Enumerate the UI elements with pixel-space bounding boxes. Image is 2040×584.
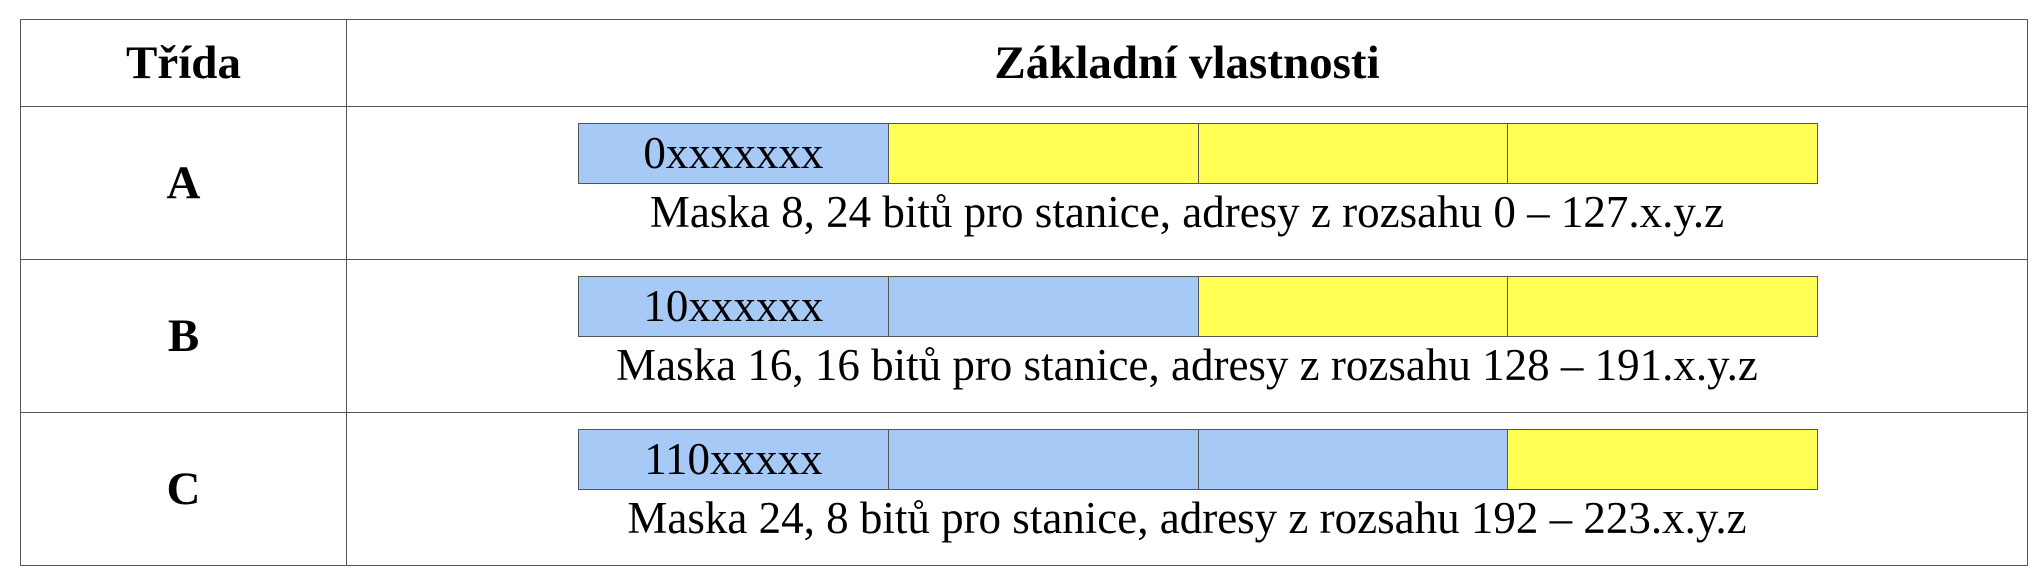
octet-3: [1198, 277, 1509, 336]
class-label: B: [20, 259, 347, 413]
address-bar: 0xxxxxxx: [578, 123, 1818, 184]
ip-class-table: Třída Základní vlastnosti A 0xxxxxxx Mas…: [20, 19, 2028, 566]
properties-cell: 10xxxxxx Maska 16, 16 bitů pro stanice, …: [346, 259, 2028, 413]
octet-3: [1198, 430, 1509, 489]
table-row: C 110xxxxx Maska 24, 8 bitů pro stanice,…: [20, 412, 2028, 566]
class-description: Maska 16, 16 bitů pro stanice, adresy z …: [616, 340, 1758, 390]
octet-2: [888, 277, 1199, 336]
octet-1: 110xxxxx: [579, 430, 889, 489]
class-description: Maska 8, 24 bitů pro stanice, adresy z r…: [649, 187, 1725, 237]
octet-1: 0xxxxxxx: [579, 124, 889, 183]
octet-4: [1508, 124, 1817, 183]
class-column-header: Třída: [20, 19, 347, 107]
properties-column-header: Základní vlastnosti: [346, 19, 2028, 107]
properties-cell: 0xxxxxxx Maska 8, 24 bitů pro stanice, a…: [346, 106, 2028, 260]
class-label: C: [20, 412, 347, 566]
octet-2: [888, 430, 1199, 489]
octet-1: 10xxxxxx: [579, 277, 889, 336]
octet-3: [1198, 124, 1509, 183]
table-row: A 0xxxxxxx Maska 8, 24 bitů pro stanice,…: [20, 106, 2028, 260]
class-description: Maska 24, 8 bitů pro stanice, adresy z r…: [627, 493, 1747, 543]
class-label: A: [20, 106, 347, 260]
octet-4: [1508, 277, 1817, 336]
address-bar: 110xxxxx: [578, 429, 1818, 490]
octet-2: [888, 124, 1199, 183]
table-row: B 10xxxxxx Maska 16, 16 bitů pro stanice…: [20, 259, 2028, 413]
octet-4: [1508, 430, 1817, 489]
header-row: Třída Základní vlastnosti: [20, 19, 2028, 107]
address-bar: 10xxxxxx: [578, 276, 1818, 337]
properties-cell: 110xxxxx Maska 24, 8 bitů pro stanice, a…: [346, 412, 2028, 566]
